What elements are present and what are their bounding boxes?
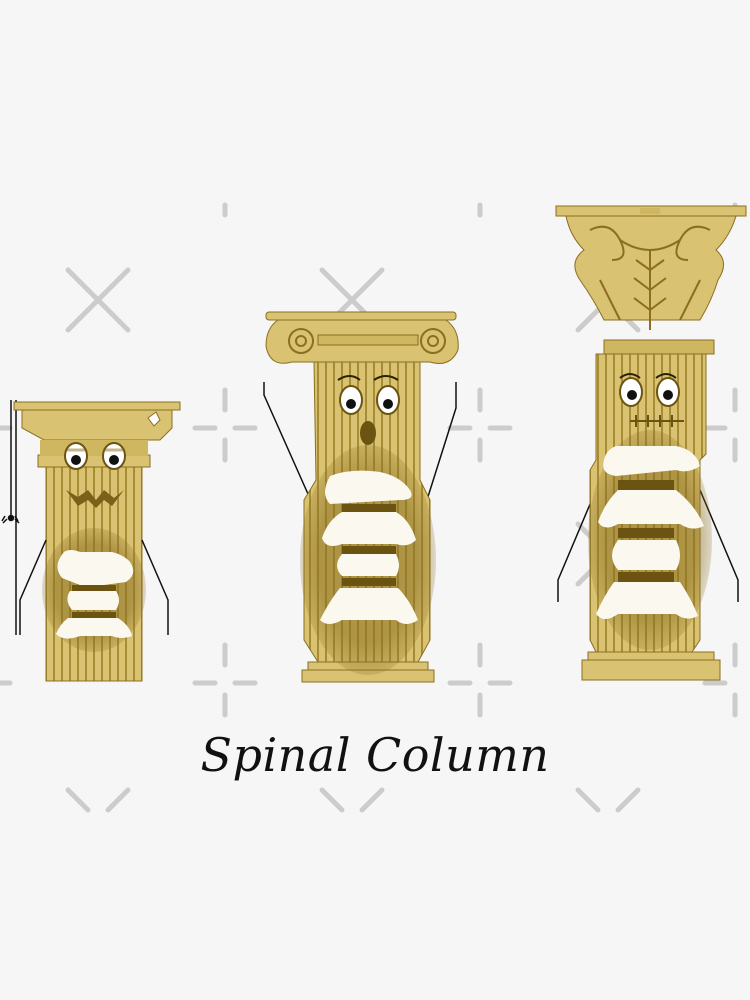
spider-icon: [1, 400, 20, 524]
ionic-column: [263, 311, 459, 683]
artwork-caption: Spinal Column: [200, 728, 550, 782]
doric-column: [1, 400, 181, 682]
corinthian-column: [555, 205, 747, 681]
